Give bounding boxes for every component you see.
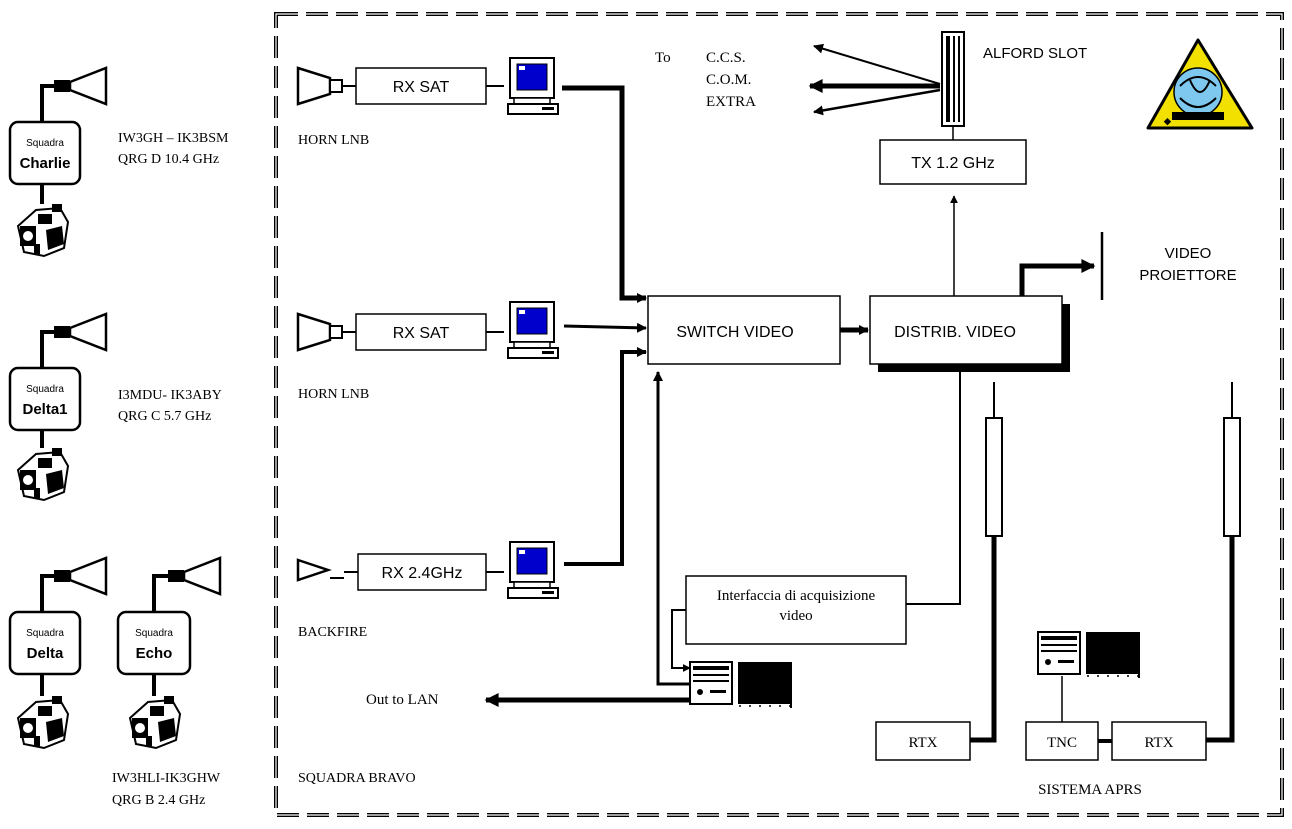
rtx1-label: RTX (908, 735, 937, 751)
arrow-to-extra (813, 88, 941, 116)
lnb-feed (329, 325, 343, 339)
switch-video-box (647, 295, 841, 365)
sistema-aprs-label: SISTEMA APRS (1038, 782, 1142, 798)
horn-antenna-icon (166, 556, 222, 596)
arrow-to-ccs (813, 43, 941, 85)
computer-icon (507, 57, 559, 115)
rx-label: RX 2.4GHz (382, 565, 463, 582)
squadra-name: Echo (136, 645, 173, 662)
distrib-video-box (869, 295, 1063, 365)
link-rx2-switch (563, 322, 647, 333)
destination-ccs: C.C.S. (706, 50, 746, 66)
squadra-name: Delta1 (22, 401, 67, 418)
link-rx1-switch (562, 85, 647, 303)
squadra-charlie: Squadra Charlie IW3GH – IK3BSM QRG D 10.… (8, 66, 229, 257)
vertical-antenna-icon (1223, 417, 1241, 537)
receiver-row-3: RX 2.4GHz BACKFIRE (296, 541, 559, 640)
logo-diamond-icon: ◆ (1163, 116, 1172, 126)
squadra-prefix: Squadra (26, 138, 64, 149)
squadra-bravo-label: SQUADRA BRAVO (298, 771, 416, 786)
tnc-box (1025, 721, 1099, 761)
alford-slot-label: ALFORD SLOT (983, 45, 1087, 62)
vertical-antenna-icon (985, 417, 1003, 537)
distrib-video-label: DISTRIB. VIDEO (894, 324, 1016, 341)
link-antenna-rtx1 (970, 536, 997, 743)
logo-swirl (1179, 76, 1217, 108)
squadra-callsigns: IW3HLI-IK3GHW (112, 771, 221, 786)
squadra-name: Charlie (20, 155, 71, 172)
squadra-echo: Squadra Echo IW3HLI-IK3GHW QRG B 2.4 GHz (112, 556, 222, 808)
projector-label-2: PROIETTORE (1139, 267, 1236, 284)
computer-icon (507, 301, 559, 359)
horn-antenna-icon (52, 66, 108, 106)
mast-line (152, 574, 174, 612)
squadra-box (8, 366, 82, 432)
lnb-feed (329, 79, 343, 93)
link-acq-ws (671, 609, 691, 672)
camera-icon (17, 447, 69, 501)
slot-stripe (946, 36, 950, 122)
rx-box (357, 553, 487, 591)
horn-antenna-icon (52, 312, 108, 352)
antenna-label: BACKFIRE (298, 625, 367, 640)
squadra-prefix: Squadra (26, 628, 64, 639)
link-distrib-acq (904, 372, 961, 605)
acq-label-2: video (779, 608, 812, 624)
link-ws-switch (653, 371, 690, 686)
mast-line (40, 84, 60, 122)
projector-label-1: VIDEO (1165, 245, 1212, 262)
squadra-frequency: QRG C 5.7 GHz (118, 409, 211, 424)
slot-stripe (953, 36, 955, 122)
horn-lnb-icon (296, 66, 332, 106)
squadra-box (8, 120, 82, 186)
camera-icon (17, 203, 69, 257)
squadra-box (116, 610, 192, 676)
camera-icon (129, 695, 181, 749)
slot-stripe (958, 36, 960, 122)
mast-line (40, 330, 60, 368)
squadra-delta: Squadra Delta (8, 556, 108, 749)
receiver-row-2: RX SAT HORN LNB (296, 301, 559, 402)
computer-icon (507, 541, 559, 599)
destination-extra: EXTRA (706, 94, 756, 110)
rx-label: RX SAT (393, 325, 450, 342)
squadra-callsigns: I3MDU- IK3ABY (118, 388, 222, 403)
switch-video-label: SWITCH VIDEO (676, 324, 793, 341)
squadra-name: Delta (27, 645, 64, 662)
logo-banner (1172, 112, 1224, 120)
frame-inner-line (275, 13, 1283, 816)
out-to-lan-label: Out to LAN (366, 692, 439, 708)
rx-label: RX SAT (393, 79, 450, 96)
mast-line (40, 574, 60, 612)
acq-interface-box (685, 575, 907, 645)
squadra-prefix: Squadra (26, 384, 64, 395)
squadra-frequency: QRG B 2.4 GHz (112, 793, 205, 808)
association-logo: ◆ (1146, 38, 1254, 130)
rtx1-box (875, 721, 971, 761)
squadra-delta1: Squadra Delta1 I3MDU- IK3ABY QRG C 5.7 G… (8, 312, 222, 501)
rtx2-label: RTX (1144, 735, 1173, 751)
tx-label: TX 1.2 GHz (911, 155, 995, 172)
horn-lnb-icon (296, 312, 332, 352)
horn-antenna-icon (52, 556, 108, 596)
camera-icon (17, 695, 69, 749)
antenna-label: HORN LNB (298, 133, 369, 148)
receiver-row-1: RX SAT HORN LNB (296, 57, 559, 148)
tnc-label: TNC (1047, 735, 1077, 751)
link-distrib-projector (1019, 259, 1096, 296)
destination-com: C.O.M. (706, 72, 751, 88)
squadra-frequency: QRG D 10.4 GHz (118, 152, 219, 167)
squadra-callsigns: IW3GH – IK3BSM (118, 131, 229, 146)
link-rx3-switch (564, 347, 647, 566)
workstation-icon (689, 661, 793, 709)
antenna-label: HORN LNB (298, 387, 369, 402)
to-label: To (655, 50, 671, 66)
acq-label-1: Interfaccia di acquisizione (717, 588, 876, 604)
backfire-antenna-icon (296, 558, 332, 582)
aprs-workstation-icon (1037, 631, 1141, 679)
squadra-box (8, 610, 82, 676)
squadra-prefix: Squadra (135, 628, 173, 639)
link-antenna-rtx2 (1206, 536, 1235, 743)
